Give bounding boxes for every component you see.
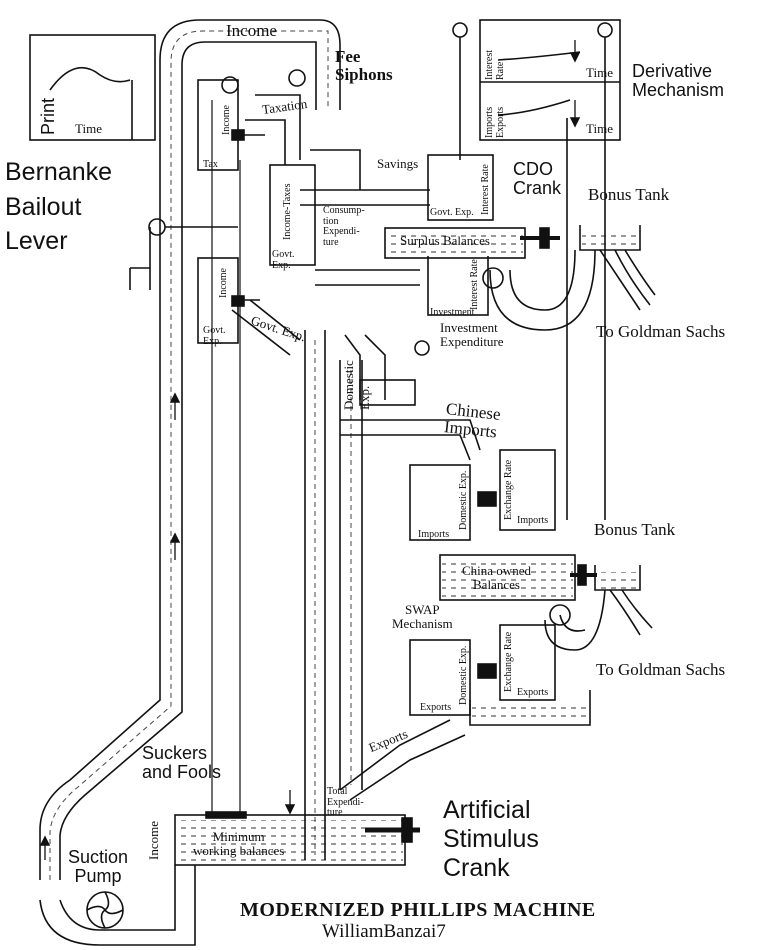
interest-rate-govt-label: Interest Rate [480,164,491,215]
swap-mechanism-label: SWAP Mechanism [392,602,453,631]
tax-small-label: Tax [203,159,218,170]
bonus-tank-2-label: Bonus Tank [594,520,676,539]
income-taxes-label: Income-Taxes [282,183,293,241]
main-pipe-fluid [49,30,329,880]
consumption-expenditure-label: Consump- tion Expendi- ture [323,205,365,248]
cdo-crank-label: CDO Crank [513,159,562,198]
china-owned-balances-tank [439,554,576,601]
income-vertical-label: Income [146,821,161,860]
domestic-exp-small-label-2: Domestic Exp. [458,645,469,705]
domestic-exp-box-2 [409,639,471,716]
chinese-imports-label: Chinese Imports [443,399,502,442]
govt-exp-small-label-2: Govt. Exp. [272,249,295,271]
main-pipe-inner [59,41,317,880]
suckers-and-fools-label: Suckers and Fools [142,743,222,782]
govt-exp-small-label-1: Govt. Exp. [430,207,474,218]
interest-rate-investment-label: Interest Rate [469,259,480,310]
main-pipe-outer [39,19,341,880]
domestic-exp-box-1 [409,464,471,541]
income-small-label-2: Income [218,268,229,298]
exchange-rate-box-1 [499,449,556,531]
exchange-rate-label-2: Exchange Rate [503,631,514,692]
derivative-box [479,19,621,141]
diagram-author: WilliamBanzai7 [322,921,446,942]
total-expenditure-label: Total Expendi- ture [327,786,364,818]
pump-pipe [39,865,196,946]
investment-small-label: Investment [430,307,475,318]
imports-small-label-2: Imports [517,515,549,526]
income-box-1 [197,79,239,171]
print-axis-label: Print [38,97,58,135]
time-axis-label-2: Time [586,121,613,136]
exchange-rate-box-2 [499,624,556,701]
income-top-label: Income [226,21,277,40]
derivative-mechanism-label: Derivative Mechanism [632,61,725,100]
savings-label: Savings [377,156,419,171]
to-goldman-sachs-1-label: To Goldman Sachs [596,322,726,341]
print-time-label: Time [75,121,102,136]
bonus-tank-2 [594,565,641,591]
print-box [29,34,156,141]
total-exp-column [304,330,363,860]
imports-small-label-1: Imports [418,529,450,540]
bottom-tank-fluid [177,820,403,863]
china-owned-balances-label: China owned Balances [462,563,531,592]
diagram-title: MODERNIZED PHILLIPS MACHINE [240,899,596,921]
fee-siphons-label: Fee Siphons [335,47,393,84]
surplus-balances-tank [384,227,526,259]
exports-small-label-1: Exports [420,702,452,713]
income-taxes-box [269,164,316,266]
domestic-exp-label: Domestic Exp. [341,360,372,410]
domestic-exp-small-label-1: Domestic Exp. [458,470,469,530]
govt-exp-small-label-3: Govt. Exp. [203,325,226,347]
time-axis-label-1: Time [586,65,613,80]
interest-rate-axis-label: Interest Rate [484,50,506,80]
bernanke-bailout-lever-label: Bernanke Bailout Lever [5,158,113,255]
minimum-working-balances-label: Minimum working balances [193,829,285,858]
income-small-label-1: Income [221,105,232,135]
surplus-balances-label: Surplus Balances [400,233,490,248]
imports-exports-axis-label: Imports Exports [484,106,506,138]
bonus-tank-1 [579,225,641,251]
artificial-stimulus-crank-label: Artificial Stimulus Crank [443,796,539,882]
suction-pump-label: Suction Pump [68,847,129,886]
bonus-tank-1-label: Bonus Tank [588,185,670,204]
to-goldman-sachs-2-label: To Goldman Sachs [596,660,726,679]
exports-small-label-2: Exports [517,687,549,698]
investment-expenditure-label: Investment Expenditure [440,320,504,349]
exchange-rate-label-1: Exchange Rate [503,459,514,520]
